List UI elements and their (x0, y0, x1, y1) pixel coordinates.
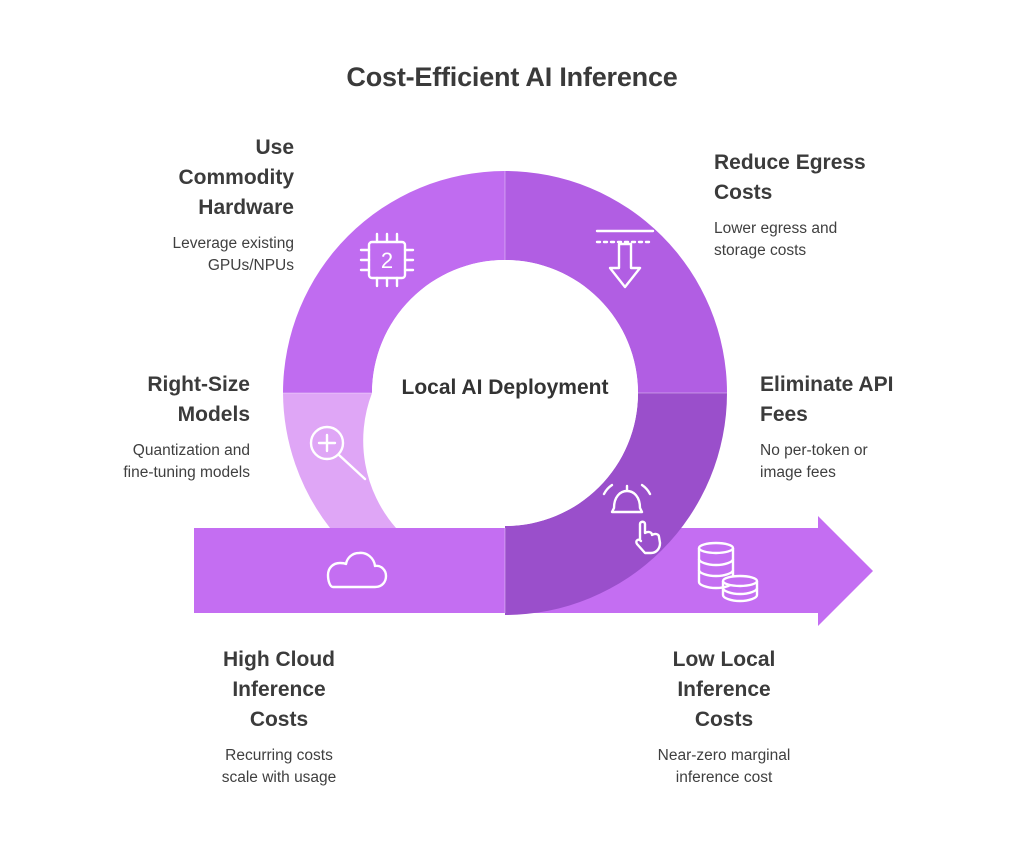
egress-costs-description: Lower egress and storage costs (714, 220, 838, 259)
local-costs-heading: Low Local Inference Costs (672, 648, 776, 731)
chip-number: 2 (381, 248, 393, 273)
cpu-chip-icon (359, 232, 415, 288)
cloud-icon (326, 551, 388, 589)
center-label: Local AI Deployment (401, 376, 609, 399)
cloud-costs-description: Recurring costs scale with usage (221, 747, 337, 786)
local-costs-description: Near-zero marginal inference cost (657, 747, 791, 786)
commodity-hardware-segment (283, 171, 505, 393)
download-arrow-icon (595, 229, 655, 289)
api-fees-heading: Eliminate API Fees (760, 373, 894, 426)
right-size-block: Right-Size Models Quantization and fine-… (30, 370, 250, 484)
cloud-costs-heading: High Cloud Inference Costs (223, 648, 335, 731)
cloud-costs-bar (194, 528, 505, 613)
right-size-description: Quantization and fine-tuning models (123, 442, 250, 481)
right-size-heading: Right-Size Models (147, 373, 250, 426)
magnify-plus-icon (309, 425, 367, 481)
local-costs-block: Low Local Inference Costs Near-zero marg… (614, 645, 834, 789)
api-fees-segment (505, 393, 727, 615)
egress-costs-heading: Reduce Egress Costs (714, 151, 866, 204)
cloud-costs-block: High Cloud Inference Costs Recurring cos… (169, 645, 389, 789)
bell-touch-icon (602, 483, 662, 555)
right-size-segment (283, 393, 396, 528)
egress-costs-segment (505, 171, 727, 393)
coin-stack-icon (697, 541, 759, 603)
api-fees-description: No per-token or image fees (760, 442, 868, 481)
commodity-hardware-heading: Use Commodity Hardware (178, 136, 295, 219)
commodity-hardware-block: Use Commodity Hardware Leverage existing… (74, 133, 295, 277)
commodity-hardware-description: Leverage existing GPUs/NPUs (172, 235, 295, 274)
center-circle (372, 260, 638, 526)
api-fees-block: Eliminate API Fees No per-token or image… (760, 370, 1000, 484)
egress-costs-block: Reduce Egress Costs Lower egress and sto… (714, 148, 974, 262)
diagram-title: Cost-Efficient AI Inference (346, 62, 678, 92)
